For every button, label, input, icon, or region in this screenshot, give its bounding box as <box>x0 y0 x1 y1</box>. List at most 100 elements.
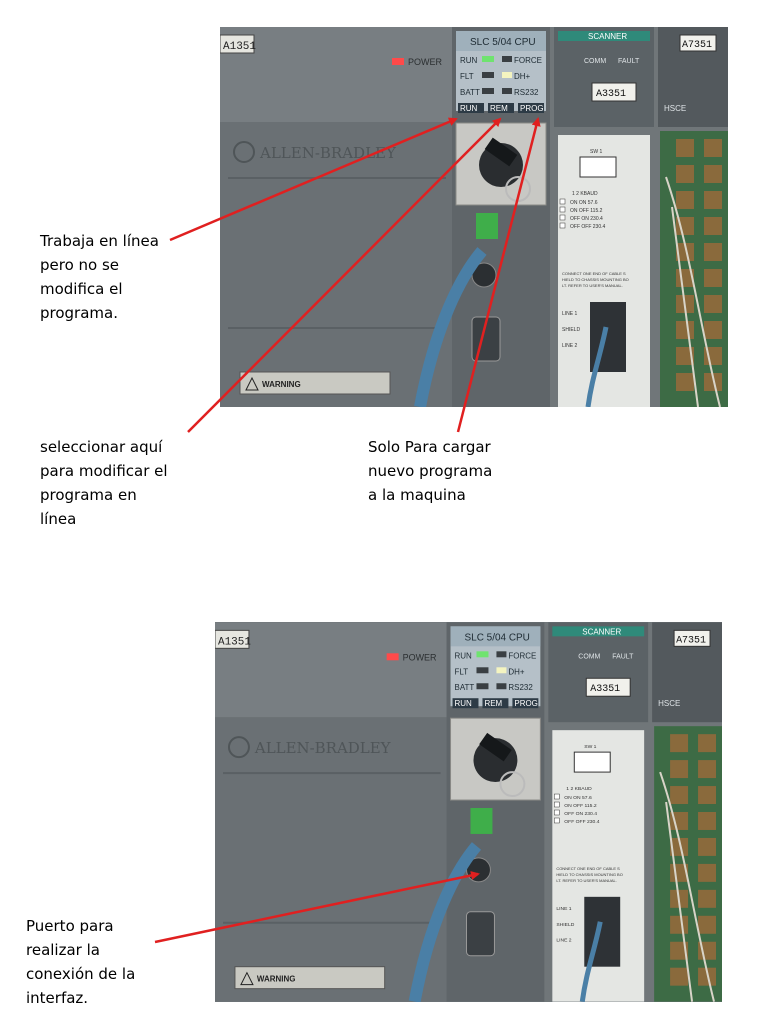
module-tag-left <box>215 629 250 649</box>
scanner-title-bar <box>552 626 645 637</box>
keyswitch-position-label: RUN <box>455 699 473 708</box>
power-supply-body <box>215 717 447 1002</box>
screw-terminal <box>676 347 694 365</box>
baud-table-row: ON OFF 115.2 <box>570 208 603 214</box>
screw-terminal <box>670 812 689 830</box>
scanner-led-label: COMM <box>584 58 606 65</box>
cpu-title-bar <box>456 31 546 51</box>
scanner-title-bar <box>558 31 650 41</box>
screw-terminal <box>698 812 717 830</box>
callout-line: conexión de la <box>26 965 136 983</box>
screw-terminal <box>704 373 722 391</box>
callout-line: pero no se <box>40 256 120 274</box>
terminal-label: LINE 2 <box>562 343 578 349</box>
power-supply-body <box>220 122 452 407</box>
scanner-title: SCANNER <box>582 627 621 636</box>
baud-checkbox <box>554 817 560 824</box>
cpu-led <box>502 56 512 62</box>
shield-note: HIELD TO CHASSIS MOUNTING BO <box>556 872 623 877</box>
scanner-led-label: FAULT <box>618 58 640 65</box>
wire <box>659 771 715 1002</box>
switch-label: SW 1 <box>590 149 602 155</box>
cpu-led-label: BATT <box>460 88 480 97</box>
cpu-led-label: DH+ <box>514 72 531 81</box>
cpu-led <box>476 683 489 690</box>
screw-terminal <box>698 734 717 753</box>
terminal-label: LINE 1 <box>556 906 571 912</box>
cpu-led <box>476 667 489 674</box>
shield-note: HIELD TO CHASSIS MOUNTING BO <box>562 277 629 282</box>
cpu-led-label: FORCE <box>508 651 536 660</box>
cpu-led <box>496 651 507 658</box>
shield-note: CONNECT ONE END OF CABLE S <box>556 866 620 871</box>
cpu-led-label: RUN <box>460 56 478 65</box>
module-tag-right-text: A7351 <box>682 40 712 51</box>
screw-terminal <box>670 941 689 960</box>
callout-select-modify-online: seleccionar aquí para modificar el progr… <box>40 435 168 531</box>
screw-terminal <box>670 760 689 779</box>
baud-table-header: 1 2 KBAUD <box>566 786 592 792</box>
screw-terminal <box>676 165 694 183</box>
baud-checkbox <box>554 809 560 816</box>
scanner-tag-text: A3351 <box>590 683 620 694</box>
brand-name: ALLEN-BRADLEY <box>254 739 392 757</box>
keyswitch-position-label: PROG <box>520 104 544 113</box>
cpu-led-label: FORCE <box>514 56 542 65</box>
screw-terminal <box>704 191 722 209</box>
wire <box>671 206 699 407</box>
cpu-led-label: DH+ <box>508 667 525 676</box>
cpu-led-label: RS232 <box>508 683 533 692</box>
hsce-label: HSCE <box>664 104 686 113</box>
panel-groove <box>222 772 441 775</box>
baud-checkbox <box>554 801 560 808</box>
callout-line: programa en <box>40 486 137 504</box>
power-supply-top <box>220 27 452 122</box>
baud-table-row: ON ON 57.6 <box>570 200 598 206</box>
warning-text: WARNING <box>257 975 296 984</box>
cpu-model: SLC 5/04 CPU <box>465 632 530 643</box>
brand-name: ALLEN-BRADLEY <box>259 144 397 162</box>
module-tag-left <box>220 34 255 54</box>
screw-terminal <box>670 786 689 805</box>
cpu-led-label: RS232 <box>514 88 539 97</box>
power-supply-top <box>215 622 447 718</box>
keyswitch-position-box <box>512 698 539 709</box>
screw-terminal <box>670 734 689 753</box>
shield-note: LT. REFER TO USER'S MANUAL. <box>556 878 617 883</box>
screw-terminal <box>704 243 722 261</box>
callout-online-no-modify: Trabaja en línea pero no se modifica el … <box>40 229 159 325</box>
keyswitch-position-label: RUN <box>460 104 478 113</box>
keyswitch-position-box <box>452 698 479 709</box>
scanner-module <box>548 622 649 723</box>
screw-terminal <box>676 243 694 261</box>
power-led <box>392 58 404 65</box>
screw-terminal <box>698 837 717 856</box>
cpu-led-label: BATT <box>455 683 475 692</box>
screw-terminal <box>704 321 722 339</box>
cpu-led <box>502 72 512 78</box>
key-ring <box>499 771 526 798</box>
keyswitch-position-box <box>458 103 484 113</box>
cpu-led <box>482 88 494 94</box>
power-led-label: POWER <box>408 57 443 67</box>
callout-line: programa. <box>40 304 118 322</box>
screw-terminal <box>704 165 722 183</box>
screw-terminal <box>704 295 722 313</box>
screw-terminal <box>676 217 694 235</box>
io-cable <box>585 326 609 407</box>
callout-line: Solo Para cargar <box>368 438 491 456</box>
callout-line: interfaz. <box>26 989 89 1007</box>
scanner-tag <box>591 82 637 102</box>
callout-line: a la maquina <box>368 486 466 504</box>
screw-terminal <box>676 191 694 209</box>
screw-terminal <box>698 786 717 805</box>
dip-switch <box>573 751 611 773</box>
screw-terminal <box>698 915 717 934</box>
keyswitch-position-box <box>482 698 509 709</box>
rs232-db9-port <box>466 911 495 957</box>
cpu-led <box>502 88 512 94</box>
module-tag-left-text: A1351 <box>223 41 256 53</box>
wire <box>665 176 721 407</box>
